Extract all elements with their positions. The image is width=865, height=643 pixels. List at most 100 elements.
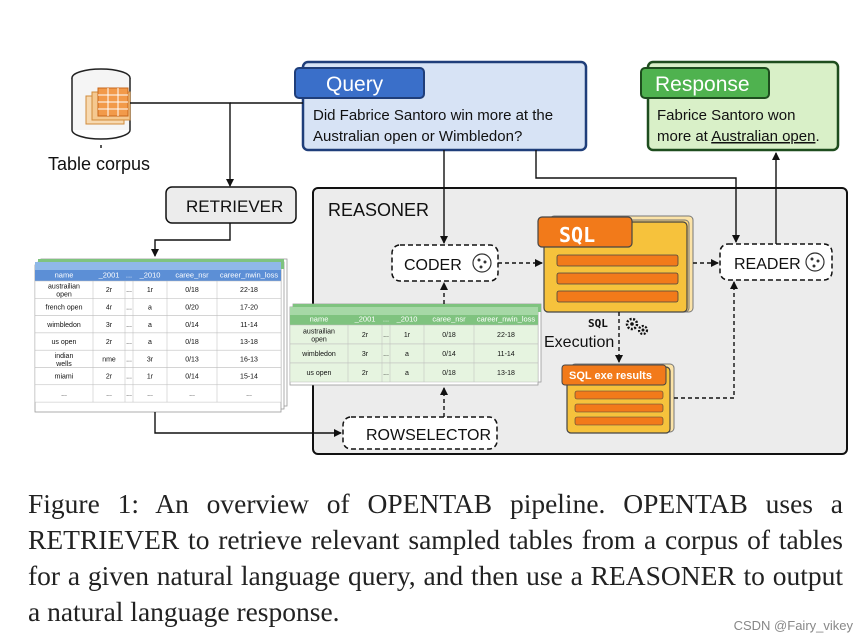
retrieved-table-cell: a	[148, 304, 152, 311]
caption-part-3: uses a	[747, 488, 843, 519]
retrieved-table-cell: 1r	[147, 287, 154, 294]
selected-table-header-cell: career_nwin_loss	[477, 315, 536, 324]
retrieved-table-cell: open	[56, 292, 72, 299]
arrow-table-to-rowselector	[154, 412, 342, 437]
retrieved-table: name _2001... _2010 caree_nsr career_nwin_lo…	[34, 270, 282, 403]
rowselector-label: ROWSELECTOR	[366, 427, 491, 444]
response-answer-link: Australian open	[711, 128, 815, 145]
retrieved-table-cell: us open	[52, 339, 77, 346]
selected-table-cell: wimbledon	[301, 351, 336, 358]
reasoner-label: REASONER	[328, 200, 429, 220]
retrieved-table-cell: austrailian	[48, 284, 80, 291]
selected-table-header-cell: _2010	[396, 315, 418, 324]
sql-title: SQL	[559, 223, 595, 247]
selected-table-cell: us open	[307, 370, 332, 377]
figure-caption: Figure 1: An overview of OPENTAB pipelin…	[28, 486, 843, 630]
selected-table-cell: a	[405, 351, 409, 358]
retrieved-table-cell: 17-20	[240, 304, 258, 311]
caption-opentab-2: OPENTAB	[623, 488, 748, 519]
retrieved-table-cell: ...	[126, 356, 132, 363]
selected-table-cell: 13-18	[497, 370, 515, 377]
gears-icon	[625, 317, 649, 336]
rowselector-box	[342, 416, 498, 450]
csdn-watermark: CSDN @Fairy_vikey	[733, 618, 853, 633]
retrieved-table-cell: ...	[126, 339, 132, 346]
retrieved-table-row	[34, 384, 282, 403]
selected-table-cell: ...	[383, 351, 389, 358]
selected-table-row	[289, 362, 539, 383]
selected-table: name _2001... _2010 caree_nsr career_nwin_lo…	[289, 315, 539, 383]
retrieved-table-cell: 4r	[106, 304, 113, 311]
selected-table-header-cell: ...	[383, 315, 389, 324]
caption-part-1: Figure 1: An overview of	[28, 488, 368, 519]
sql-exec-label: SQL	[588, 317, 608, 330]
selected-table-cell: 2r	[362, 332, 369, 339]
arrow-results-to-reader	[674, 281, 738, 399]
retrieved-table-cell: wimbledon	[46, 322, 81, 329]
selected-table-cell: 0/14	[442, 351, 456, 358]
selected-table-cell: ...	[383, 332, 389, 339]
selected-table-cell: a	[405, 370, 409, 377]
selected-table-header-cell: name	[310, 315, 329, 324]
retrieved-table-cell: 0/14	[185, 374, 199, 381]
caption-reasoner: REASONER	[590, 560, 736, 591]
retrieved-table-cell: 0/14	[185, 322, 199, 329]
retrieved-table-cell: 0/18	[185, 287, 199, 294]
selected-table-cell: 2r	[362, 370, 369, 377]
selected-table-header-cell: caree_nsr	[432, 315, 466, 324]
retriever-label: RETRIEVER	[186, 197, 283, 216]
retrieved-table-cell: wells	[55, 361, 72, 368]
selected-table-header-bg	[290, 315, 538, 325]
retrieved-table-cell: 0/13	[185, 356, 199, 363]
retrieved-table-cell: ...	[106, 391, 112, 398]
arrow-retriever-to-table	[151, 223, 231, 257]
query-text-line1: Did Fabrice Santoro win more at the	[313, 107, 553, 124]
retrieved-table-header-cell: ...	[126, 271, 132, 280]
retrieved-table-cell: ...	[126, 287, 132, 294]
retrieved-table-cell: nme	[102, 356, 116, 363]
sql-results-block	[561, 363, 675, 434]
retrieved-table-cell: a	[148, 322, 152, 329]
selected-table-cell: 1r	[404, 332, 411, 339]
dashed-arrows	[440, 259, 738, 417]
coder-label: CODER	[404, 257, 462, 274]
retrieved-table-cell: 3r	[147, 356, 154, 363]
selected-table-cell: 0/18	[442, 332, 456, 339]
retrieved-table-header-cell: caree_nsr	[175, 271, 209, 280]
retrieved-table-header-cell: name	[55, 271, 74, 280]
sql-results-title: SQL exe results	[569, 370, 652, 382]
caption-part-5: to output a natural language response.	[28, 560, 844, 627]
retrieved-table-cell: 13-18	[240, 339, 258, 346]
sql-block	[537, 215, 694, 313]
retrieved-table-cell: 15-14	[240, 374, 258, 381]
retrieved-table-cell: ...	[61, 391, 67, 398]
response-text-line1: Fabrice Santoro won	[657, 107, 795, 124]
retrieved-table-cell: 22-18	[240, 287, 258, 294]
caption-part-4: to retrieve relevant sampled tables from…	[28, 524, 843, 591]
retrieved-table-cell: indian	[55, 353, 74, 360]
retrieved-table-cell: french open	[46, 304, 83, 311]
database-icon	[71, 68, 131, 140]
retrieved-table-cell: miami	[55, 374, 74, 381]
selected-table-cell: open	[311, 337, 327, 344]
selected-table-header-cell: _2001	[354, 315, 376, 324]
arrow-query-to-reader	[535, 150, 740, 243]
retrieved-table-cell: 3r	[106, 322, 113, 329]
coder-brain-icon	[472, 253, 492, 273]
response-text-prefix: more at	[657, 128, 711, 145]
flow-arrows	[100, 102, 780, 437]
query-title-tab	[294, 67, 425, 99]
retrieved-table-header-cell: _2001	[98, 271, 120, 280]
retrieved-table-cell: ...	[147, 391, 153, 398]
retrieved-table-cell: ...	[126, 304, 132, 311]
retrieved-table-cell: ...	[126, 322, 132, 329]
retrieved-table-cell: ...	[246, 391, 252, 398]
retrieved-table-header-cell: career_nwin_loss	[220, 271, 279, 280]
retrieved-table-header-cell: _2010	[139, 271, 161, 280]
retrieved-table-cell: ...	[126, 374, 132, 381]
retrieved-table-cell: 2r	[106, 374, 113, 381]
execution-label: Execution	[544, 334, 614, 351]
retrieved-table-cell: a	[148, 339, 152, 346]
table-corpus-label: Table corpus	[48, 154, 150, 174]
selected-table-cell: 0/18	[442, 370, 456, 377]
